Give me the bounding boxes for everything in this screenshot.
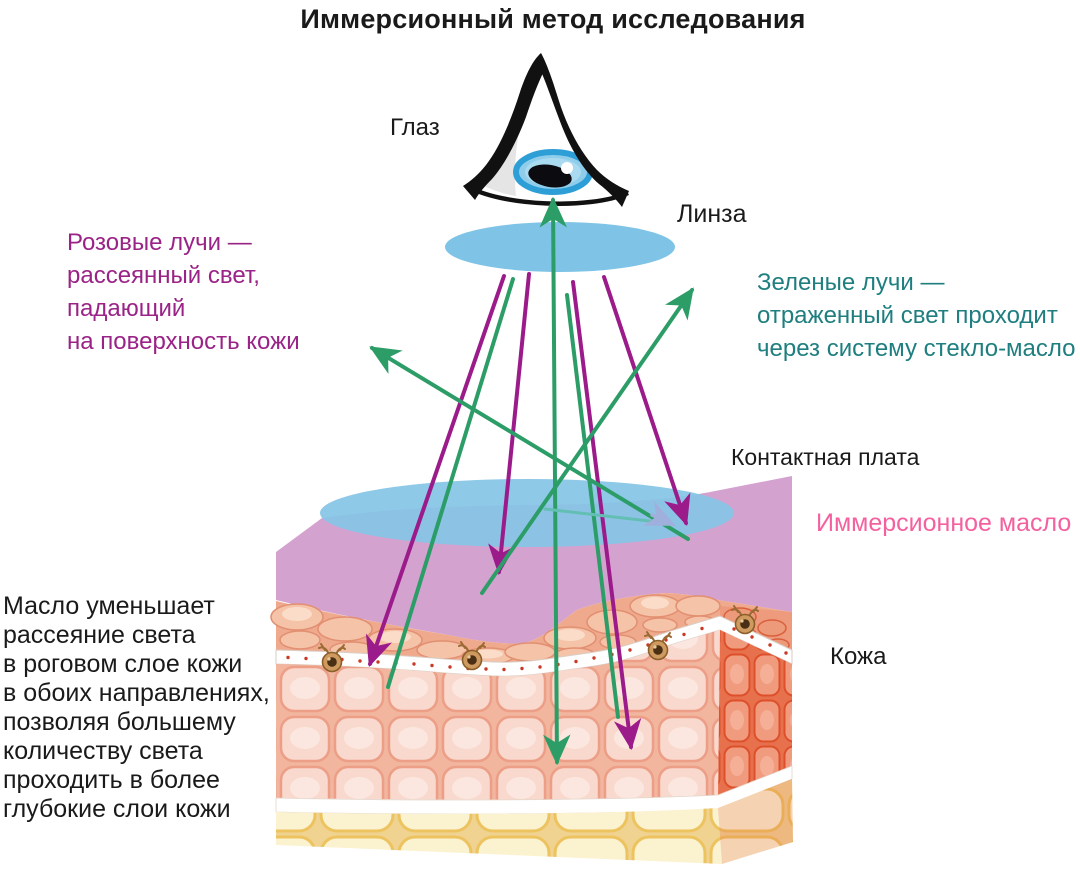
green-ray-into-skin-right [565,293,620,719]
eye-left-lid [463,53,544,200]
fat-layer [276,779,793,864]
fat-right-face-tint [718,779,793,864]
contact-plate-label: Контактная плата [731,444,920,470]
immersion-oil-label: Иммерсионное масло [816,509,1072,537]
lens-label: Линза [677,200,747,228]
epidermis-right-face [718,630,792,796]
epidermis-front [276,630,720,800]
lavender-refracted-arrow [642,501,677,526]
green-ray-to-eye [539,196,571,766]
green-ray-up-right [480,287,694,595]
pink-rays-note: Розовые лучи — рассеянный свет, падающий… [67,229,300,355]
diagram-title: Иммерсионный метод исследования [300,4,806,34]
pink-ray-left [365,274,506,668]
eye-illustration [463,53,629,207]
green-ray-up-left [369,346,690,541]
pink-ray-right-to-plate [602,275,691,527]
eye-highlight [561,162,573,174]
pink-ray-center-short [488,272,531,576]
oil-effect-note: Масло уменьшает рассеяние света в рогово… [3,592,270,823]
eye-sclera-shading [482,72,538,196]
contact-plate-glass [320,479,734,547]
lens-ellipse [445,222,675,272]
green-rays-note: Зеленые лучи — отраженный свет проходит … [757,269,1076,362]
skin-label: Кожа [830,643,887,670]
eye-label: Глаз [390,114,440,141]
green-ray-into-skin-left [386,277,515,689]
eye-right-lid [541,53,629,207]
eye-pupil [528,164,572,188]
light-rays [365,196,694,766]
